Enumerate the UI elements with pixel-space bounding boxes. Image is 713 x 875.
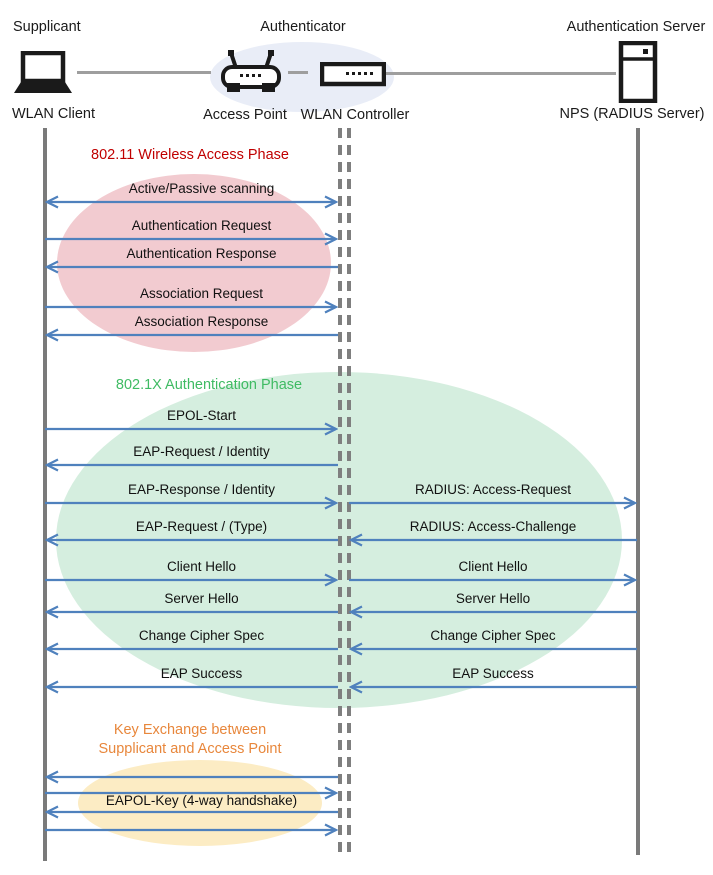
server-icon bbox=[618, 40, 658, 104]
message-arrow-right bbox=[45, 573, 339, 587]
message-arrow-left bbox=[44, 805, 338, 819]
message-arrow-both bbox=[44, 195, 339, 209]
message-arrow-right bbox=[45, 232, 339, 246]
message-label: Authentication Response bbox=[126, 246, 277, 261]
message-arrow-right bbox=[45, 823, 339, 837]
key-exchange-ellipse bbox=[78, 760, 322, 846]
message-label: Active/Passive scanning bbox=[128, 181, 275, 196]
message-label: Change Cipher Spec bbox=[138, 628, 265, 643]
message-arrow-right bbox=[45, 300, 339, 314]
connector-client-ap bbox=[77, 71, 211, 74]
message-label: EAP-Response / Identity bbox=[127, 482, 276, 497]
role-authentication-server: Authentication Server bbox=[566, 19, 706, 35]
role-supplicant: Supplicant bbox=[13, 19, 81, 35]
message-label: Authentication Request bbox=[131, 218, 272, 233]
key-exchange-title-line2: Supplicant and Access Point bbox=[98, 741, 282, 757]
message-arrow-left bbox=[44, 680, 338, 694]
lifeline-radius-server bbox=[636, 128, 640, 855]
message-label: EPOL-Start bbox=[166, 408, 237, 423]
message-arrow-left bbox=[44, 328, 338, 342]
wireless-phase-title: 802.11 Wireless Access Phase bbox=[91, 147, 289, 163]
message-label: EAP Success bbox=[160, 666, 243, 681]
message-arrow-right bbox=[45, 422, 339, 436]
key-exchange-title-line1: Key Exchange between bbox=[113, 722, 267, 738]
message-label: Change Cipher Spec bbox=[430, 628, 556, 643]
message-arrow-left bbox=[44, 533, 338, 547]
message-arrow-left bbox=[44, 770, 338, 784]
message-label: Server Hello bbox=[164, 591, 239, 606]
message-arrow-left bbox=[44, 605, 338, 619]
device-wlan-client: WLAN Client bbox=[12, 106, 95, 122]
message-arrow-left bbox=[348, 680, 637, 694]
wlan-controller-icon bbox=[319, 61, 387, 87]
message-arrow-right bbox=[45, 786, 339, 800]
key-exchange-title: Key Exchange between Supplicant and Acce… bbox=[40, 721, 340, 759]
laptop-icon bbox=[12, 50, 74, 95]
device-wlan-controller: WLAN Controller bbox=[300, 107, 410, 123]
connector-controller-server bbox=[386, 72, 616, 75]
role-authenticator: Authenticator bbox=[260, 19, 346, 35]
lifeline-wlan-controller-left bbox=[338, 128, 342, 858]
message-label: EAP-Request / (Type) bbox=[135, 519, 268, 534]
message-arrow-right bbox=[349, 573, 638, 587]
device-nps-radius-server: NPS (RADIUS Server) bbox=[559, 106, 705, 122]
message-label: Client Hello bbox=[458, 559, 528, 574]
connector-ap-controller bbox=[288, 71, 308, 74]
message-label: EAP-Request / Identity bbox=[133, 444, 270, 459]
message-label: Association Request bbox=[139, 286, 264, 301]
message-label: Association Response bbox=[134, 314, 269, 329]
lifeline-wlan-controller-right bbox=[347, 128, 351, 858]
message-arrow-left bbox=[348, 605, 637, 619]
dot1x-phase-title: 802.1X Authentication Phase bbox=[115, 377, 303, 393]
message-arrow-left bbox=[348, 533, 637, 547]
message-arrow-left bbox=[44, 260, 338, 274]
wireless-phase-ellipse bbox=[57, 174, 331, 352]
message-label: RADIUS: Access-Request bbox=[414, 482, 572, 497]
message-arrow-left bbox=[348, 642, 637, 656]
message-label: EAP Success bbox=[452, 666, 534, 681]
message-arrow-left bbox=[44, 642, 338, 656]
access-point-icon bbox=[221, 49, 281, 97]
eapol-key-label: EAPOL-Key (4-way handshake) bbox=[105, 793, 298, 808]
message-arrow-right bbox=[45, 496, 339, 510]
message-arrow-right bbox=[349, 496, 638, 510]
message-label: Server Hello bbox=[455, 591, 531, 606]
lifeline-wlan-client bbox=[43, 128, 47, 861]
device-access-point: Access Point bbox=[203, 107, 287, 123]
message-arrow-left bbox=[44, 458, 338, 472]
message-label: Client Hello bbox=[166, 559, 237, 574]
message-label: RADIUS: Access-Challenge bbox=[409, 519, 577, 534]
